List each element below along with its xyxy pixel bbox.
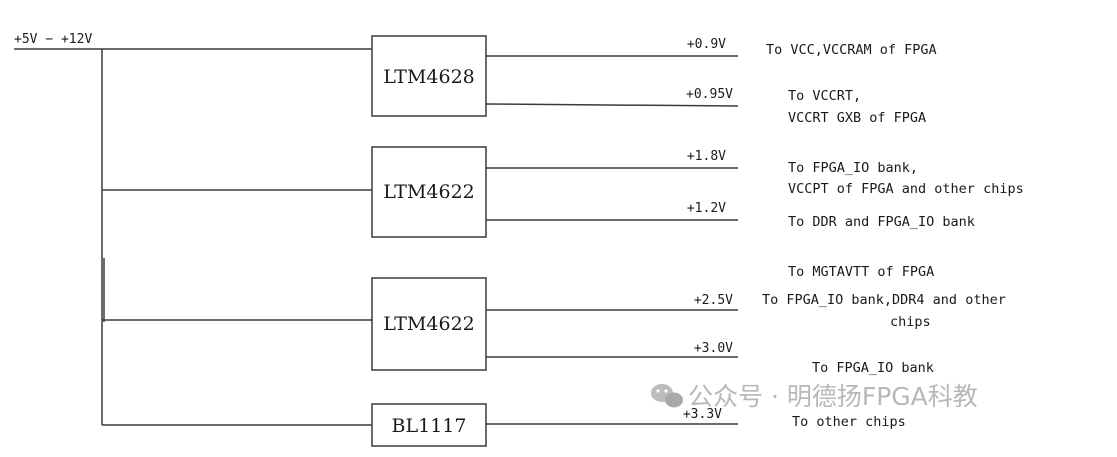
chip-label: LTM4628 xyxy=(383,66,475,88)
chip-ltm4622-b: LTM4622 xyxy=(371,277,487,371)
output-rail-3v0: +3.0V To FPGA_IO bank xyxy=(486,341,934,376)
output-rail-2v5: +2.5V To FPGA_IO bank,DDR4 and other chi… xyxy=(486,292,1006,330)
input-bus: +5V − +12V xyxy=(14,32,372,426)
rail-voltage: +3.0V xyxy=(694,341,733,356)
watermark: 公众号 · 明德扬FPGA科教 xyxy=(651,382,978,411)
rail-voltage: +3.3V xyxy=(683,407,722,422)
output-rail-1v8: +1.8V To FPGA_IO bank, VCCPT of FPGA and… xyxy=(486,149,1024,197)
rail-destination: To FPGA_IO bank xyxy=(812,360,934,376)
chip-box xyxy=(371,146,487,238)
chip-box xyxy=(371,35,487,117)
rail-line xyxy=(485,103,739,107)
watermark-text: 公众号 · 明德扬FPGA科教 xyxy=(688,382,978,411)
rail-voltage: +1.8V xyxy=(687,149,726,164)
input-voltage-label: +5V − +12V xyxy=(14,32,92,47)
rail-voltage: +2.5V xyxy=(694,293,733,308)
rail-destination: To FPGA_IO bank,DDR4 and other xyxy=(762,292,1006,308)
output-rail-1v2: +1.2V To DDR and FPGA_IO bank xyxy=(486,201,975,230)
rail-destination: To other chips xyxy=(792,414,906,430)
rail-destination: VCCPT of FPGA and other chips xyxy=(788,181,1024,197)
output-rail-0v95: +0.95V To VCCRT, VCCRT GXB of FPGA xyxy=(485,87,926,126)
rail-voltage: +1.2V xyxy=(687,201,726,216)
rail-voltage: +0.95V xyxy=(686,87,733,102)
chip-bl1117: BL1117 xyxy=(371,403,487,447)
chip-ltm4622-a: LTM4622 xyxy=(371,146,487,238)
chip-box xyxy=(371,277,487,371)
rail-destination: VCCRT GXB of FPGA xyxy=(788,110,926,126)
rail-voltage: +0.9V xyxy=(687,37,726,52)
rail-destination: To VCCRT, xyxy=(788,88,861,104)
output-rail-0v9: +0.9V To VCC,VCCRAM of FPGA xyxy=(486,37,937,58)
rail-destination: To VCC,VCCRAM of FPGA xyxy=(766,42,937,58)
rail-destination: To FPGA_IO bank, xyxy=(788,160,918,176)
chip-ltm4628: LTM4628 xyxy=(371,35,487,117)
chip-box xyxy=(371,403,487,447)
chip-label: LTM4622 xyxy=(383,313,475,335)
chip-label: LTM4622 xyxy=(383,181,475,203)
chip-label: BL1117 xyxy=(392,415,467,437)
rail-destination: To DDR and FPGA_IO bank xyxy=(788,214,975,230)
output-rail-3v3: +3.3V To other chips xyxy=(486,407,906,430)
rail-destination: chips xyxy=(890,314,931,330)
mgtavtt-note: To MGTAVTT of FPGA xyxy=(788,264,934,280)
wechat-icon xyxy=(651,384,683,408)
